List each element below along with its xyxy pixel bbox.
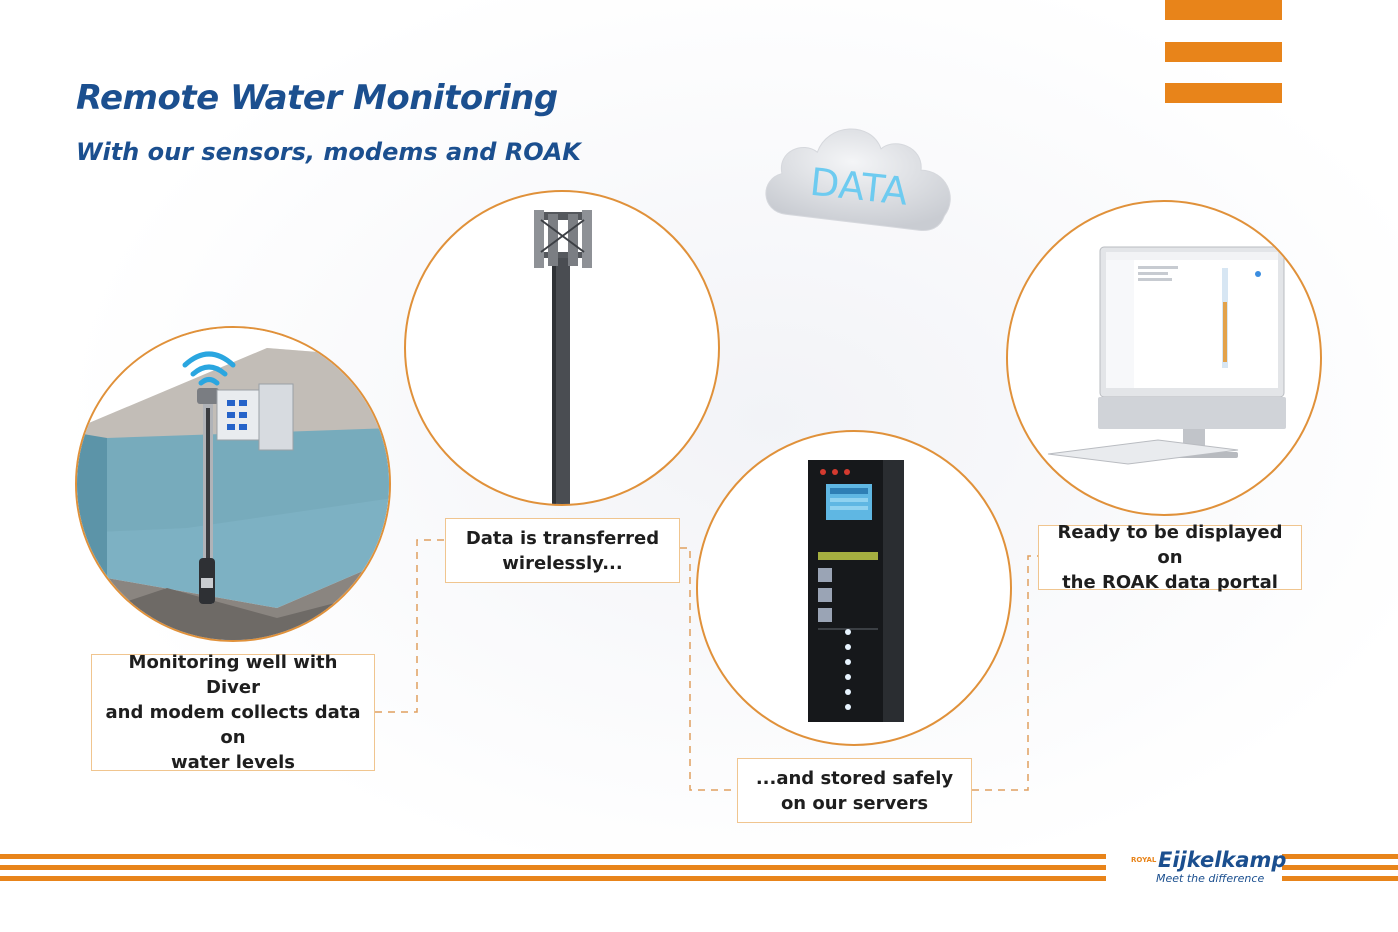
caption-line: wirelessly... <box>502 552 623 574</box>
monitoring-well-circle <box>75 326 391 642</box>
server-rack-illustration <box>808 460 904 722</box>
footer-stripe <box>0 854 1106 859</box>
brand-name: Eijkelkamp <box>1158 848 1287 872</box>
footer-stripe <box>0 865 1106 870</box>
caption-wireless-transfer: Data is transferred wirelessly... <box>445 518 680 583</box>
caption-line: Data is transferred <box>465 527 660 549</box>
computer-monitor-illustration <box>1047 246 1286 465</box>
brand-tagline: Meet the difference <box>1156 872 1265 885</box>
caption-line: on our servers <box>780 792 929 814</box>
wifi-icon <box>182 351 236 386</box>
caption-line: the ROAK data portal <box>1062 572 1278 593</box>
footer-stripe <box>1282 876 1398 881</box>
footer-stripe <box>1282 865 1398 870</box>
caption-monitoring-well: Monitoring well with Diver and modem col… <box>91 652 375 773</box>
cloud-icon: DATA <box>760 112 965 246</box>
data-portal-circle <box>1006 200 1322 516</box>
caption-line: and modem collects data on <box>105 702 361 748</box>
caption-line: ...and stored safely <box>755 767 954 789</box>
cell-tower-illustration <box>534 210 592 504</box>
footer-stripe <box>0 876 1106 881</box>
footer-stripe <box>1282 854 1398 859</box>
menu-bar <box>1165 42 1282 62</box>
caption-line: water levels <box>171 752 295 773</box>
brand-royal-label: ROYAL <box>1131 856 1157 864</box>
menu-bar <box>1165 83 1282 103</box>
menu-bar <box>1165 0 1282 20</box>
caption-server-storage: ...and stored safely on our servers <box>737 758 972 823</box>
cloud-label: DATA <box>808 160 910 214</box>
monitoring-well-illustration <box>77 328 389 640</box>
page-subtitle: With our sensors, modems and ROAK <box>76 138 581 166</box>
caption-data-portal: Ready to be displayed on the ROAK data p… <box>1038 522 1302 593</box>
page-title: Remote Water Monitoring <box>76 78 558 118</box>
transmission-tower-circle <box>404 190 720 506</box>
server-circle <box>696 430 1012 746</box>
caption-line: Monitoring well with Diver <box>128 652 338 698</box>
caption-line: Ready to be displayed on <box>1057 522 1283 568</box>
